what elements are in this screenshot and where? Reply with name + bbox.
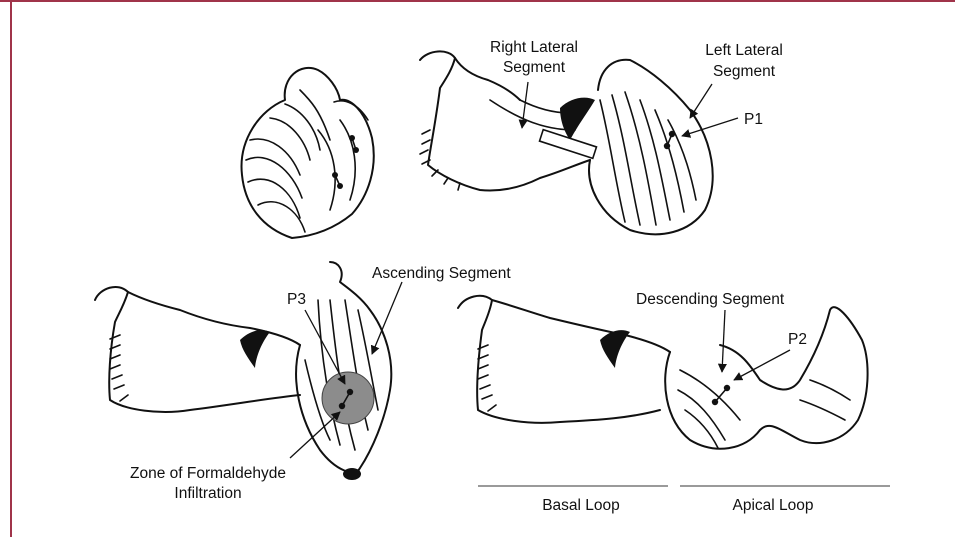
- formaldehyde-label-line2: Infiltration: [174, 485, 241, 502]
- apical-loop-label: Apical Loop: [732, 497, 813, 514]
- basal-loop-label: Basal Loop: [542, 497, 620, 514]
- descending-segment-drawing: [458, 296, 868, 449]
- lateral-segments-drawing: [420, 51, 713, 234]
- formaldehyde-leader: [290, 412, 340, 458]
- ascending-segment-label: Ascending Segment: [372, 265, 511, 282]
- left-lateral-label-line1: Left Lateral: [705, 42, 783, 59]
- left-lateral-leader: [690, 84, 712, 118]
- left-lateral-label-line2: Segment: [713, 63, 776, 80]
- p2-leader: [734, 350, 790, 380]
- p3-label: P3: [287, 291, 306, 308]
- whole-cochlea-drawing: [242, 68, 374, 238]
- p2-label: P2: [788, 331, 807, 348]
- right-lateral-label-line2: Segment: [503, 59, 566, 76]
- descending-segment-label: Descending Segment: [636, 291, 785, 308]
- descending-leader: [722, 310, 725, 372]
- p1-label: P1: [744, 111, 763, 128]
- formaldehyde-label-line1: Zone of Formaldehyde: [130, 465, 286, 482]
- p1-leader: [682, 118, 738, 136]
- formaldehyde-zone: [322, 372, 374, 424]
- ascending-segment-drawing: [95, 262, 391, 480]
- right-lateral-label-line1: Right Lateral: [490, 39, 578, 56]
